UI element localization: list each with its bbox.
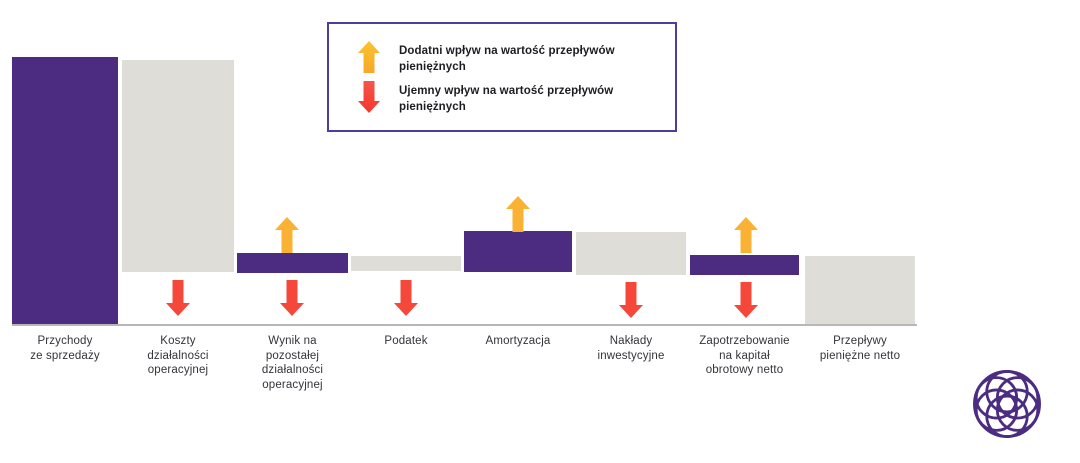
bar-7 bbox=[690, 255, 799, 275]
arrow-down-icon bbox=[393, 279, 419, 317]
bar-2 bbox=[122, 60, 234, 272]
legend-item-positive: Dodatni wpływ na wartość przepływów pien… bbox=[357, 41, 649, 75]
legend-item-negative: Ujemny wpływ na wartość przepływów pieni… bbox=[357, 81, 649, 115]
baseline-axis bbox=[12, 324, 917, 326]
bar-1 bbox=[12, 57, 118, 324]
rosette-logo bbox=[963, 360, 1051, 448]
arrow-up-icon bbox=[733, 216, 759, 254]
arrow-down-icon bbox=[165, 279, 191, 317]
x-axis-label-4: Podatek bbox=[384, 335, 428, 347]
legend-label-negative: Ujemny wpływ na wartość przepływów pieni… bbox=[399, 85, 614, 113]
legend-label-positive: Dodatni wpływ na wartość przepływów pien… bbox=[399, 45, 615, 73]
arrow-down-icon bbox=[618, 281, 644, 319]
arrow-up-icon bbox=[274, 216, 300, 254]
arrow-up-icon bbox=[505, 195, 531, 233]
bar-8 bbox=[805, 256, 915, 324]
arrow-down-icon bbox=[357, 80, 381, 114]
bar-4 bbox=[351, 256, 461, 271]
arrow-down-icon bbox=[279, 279, 305, 317]
arrow-down-icon bbox=[733, 281, 759, 319]
x-axis-label-5: Amortyzacja bbox=[485, 335, 551, 347]
legend: Dodatni wpływ na wartość przepływów pien… bbox=[327, 22, 677, 132]
bar-5 bbox=[464, 231, 572, 272]
arrow-up-icon bbox=[357, 40, 381, 74]
bar-3 bbox=[237, 253, 348, 273]
bar-6 bbox=[576, 232, 686, 275]
